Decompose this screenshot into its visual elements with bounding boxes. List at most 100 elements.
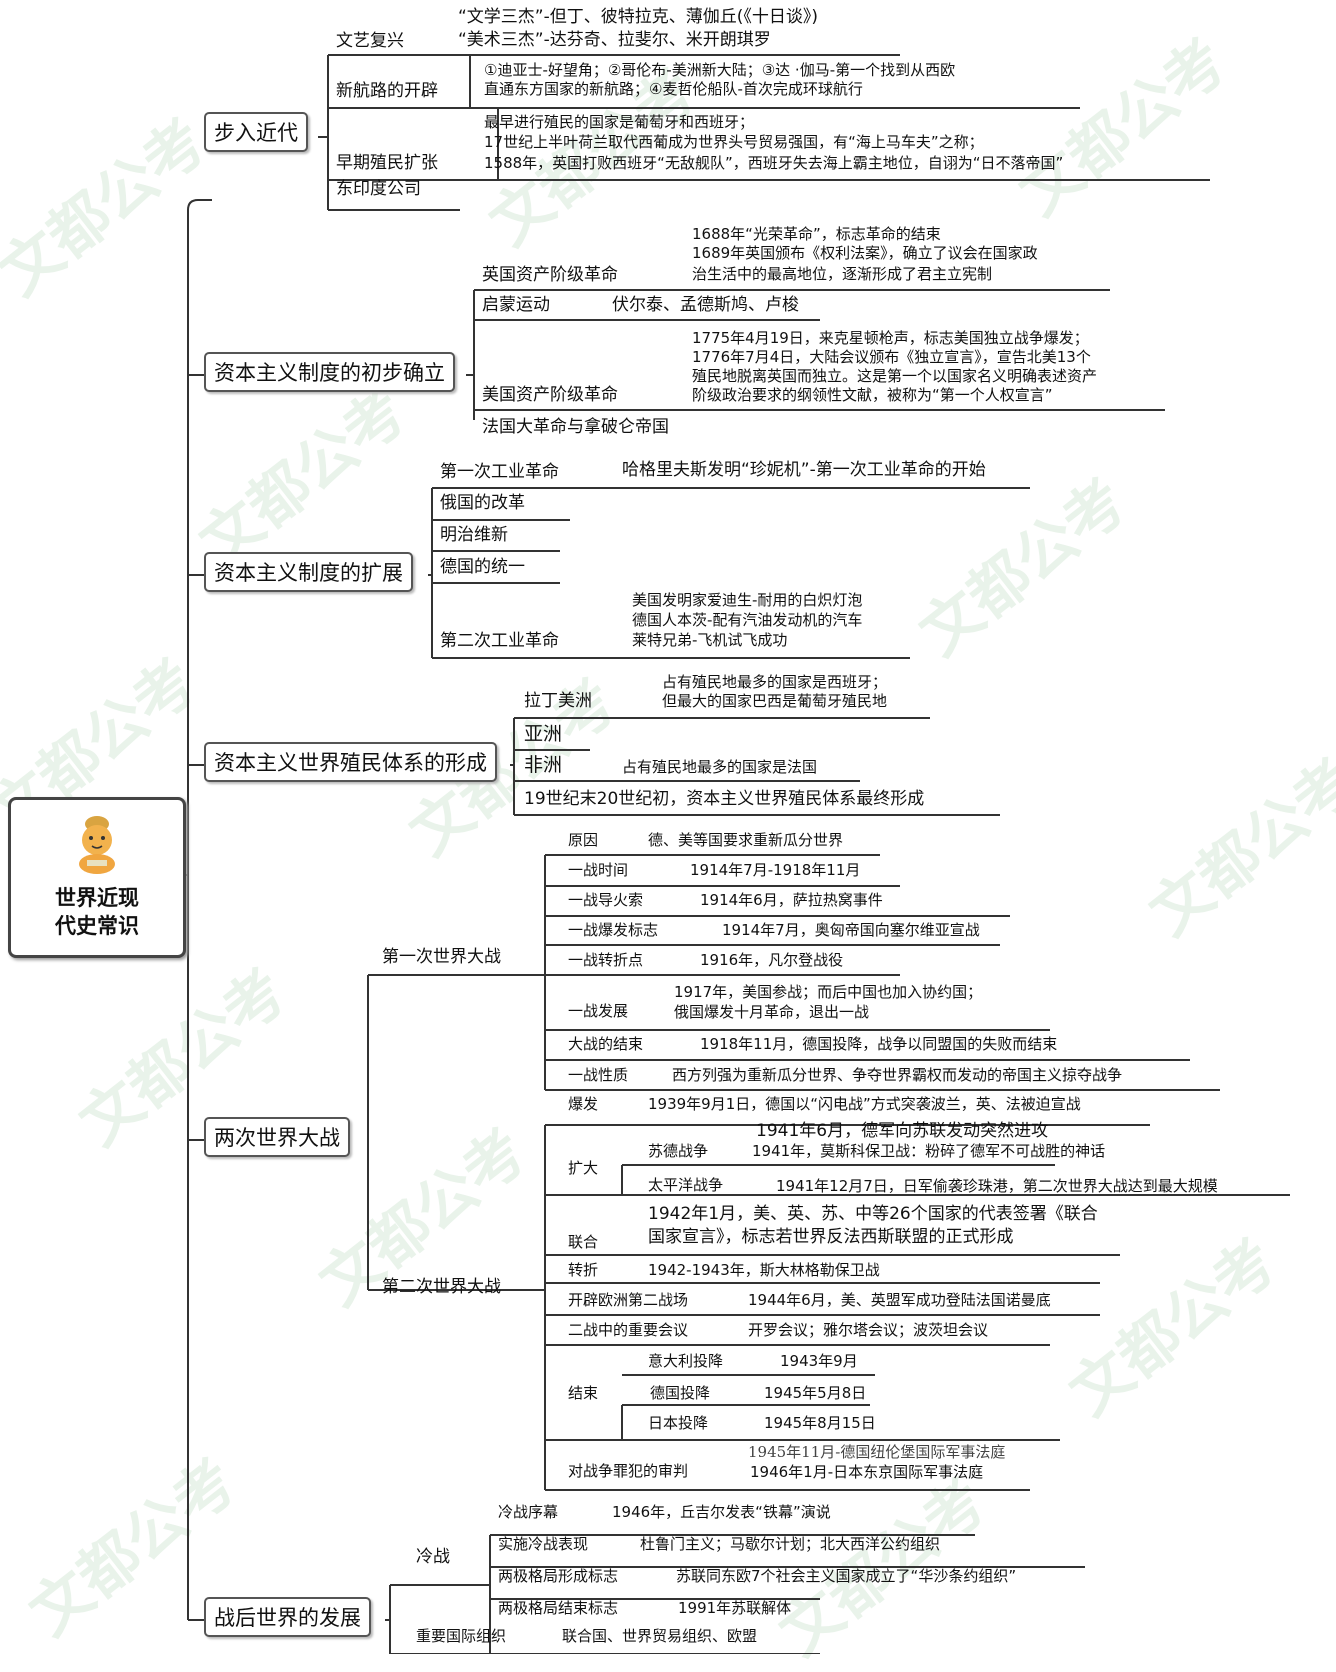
international-orgs-detail: 联合国、世界贸易组织、欧盟 (562, 1627, 758, 1645)
first-industrial-revolution-detail: 哈格里夫斯发明“珍妮机”-第一次工业革命的开始 (622, 460, 986, 480)
ww1-time-label: 一战时间 (568, 861, 629, 879)
ww2-turn-label: 转折 (568, 1261, 599, 1279)
latin-america-label: 拉丁美洲 (524, 691, 592, 711)
ww2-turn-detail: 1942-1943年，斯大林格勒保卫战 (648, 1261, 880, 1279)
root-title-line1: 世界近现 (55, 886, 139, 910)
category-world-wars[interactable]: 两次世界大战 (204, 1117, 350, 1157)
ww1-end-detail: 1918年11月，德国投降，战争以同盟国的失败而结束 (700, 1035, 1058, 1053)
ww2-pacific-war-detail: 1941年12月7日，日军偷袭珍珠港，第二次世界大战达到最大规模 (776, 1177, 1218, 1195)
international-orgs-label: 重要国际组织 (416, 1627, 507, 1645)
russia-reform-label: 俄国的改革 (440, 493, 525, 513)
cold-war-label: 冷战 (416, 1547, 450, 1567)
latin-america-detail: 占有殖民地最多的国家是西班牙； (662, 673, 888, 691)
ww2-alliance-label: 联合 (568, 1233, 599, 1251)
ww1-cause-label: 原因 (568, 831, 599, 849)
ww2-soviet-german-war-detail: 1941年6月，德军向苏联发动突然进攻 (756, 1121, 1049, 1141)
ww2-outbreak-detail: 1939年9月1日，德国以“闪电战”方式突袭波兰，英、法被迫宣战 (648, 1095, 1081, 1113)
cold-war-prelude-label: 冷战序幕 (498, 1503, 559, 1521)
ww1-outbreak-detail: 1914年7月，奥匈帝国向塞尔维亚宣战 (722, 921, 980, 939)
german-unification-label: 德国的统一 (440, 557, 525, 577)
english-revolution-detail: 1689年英国颁布《权利法案》，确立了议会在国家政 (692, 244, 1038, 262)
english-revolution-detail: 治生活中的最高地位，逐渐形成了君主立宪制 (692, 265, 993, 283)
category-colonial-system[interactable]: 资本主义世界殖民体系的形成 (204, 742, 497, 782)
africa-label: 非洲 (524, 754, 563, 776)
renaissance-detail: “文学三杰”-但丁、彼特拉克、薄伽丘(《十日谈》) (458, 7, 819, 27)
ww1-end-label: 大战的结束 (568, 1035, 644, 1053)
bipolar-formation-label: 两极格局形成标志 (498, 1567, 619, 1585)
early-colonial-label: 早期殖民扩张 (336, 153, 438, 173)
second-industrial-revolution-detail: 莱特兄弟-飞机试飞成功 (632, 631, 788, 649)
second-industrial-revolution-detail: 德国人本茨-配有汽油发动机的汽车 (632, 611, 863, 629)
renaissance-label: 文艺复兴 (336, 31, 404, 51)
cold-war-prelude-detail: 1946年，丘吉尔发表“铁幕”演说 (612, 1503, 831, 1521)
new-routes-detail: 直通东方国家的新航路；④麦哲伦船队-首次完成环球航行 (484, 80, 863, 98)
english-revolution-label: 英国资产阶级革命 (482, 265, 618, 285)
ww1-develop-detail: 1917年，美国参战；而后中国也加入协约国； (674, 983, 983, 1001)
ww2-alliance-detail: 1942年1月，美、英、苏、中等26个国家的代表签署《联合 (648, 1204, 1098, 1224)
ww2-soviet-german-war-label: 苏德战争 (648, 1142, 709, 1160)
ww2-second-front-label: 开辟欧洲第二战场 (568, 1291, 689, 1309)
enlightenment-detail: 伏尔泰、孟德斯鸠、卢梭 (612, 295, 799, 315)
ww1-develop-label: 一战发展 (568, 1002, 629, 1020)
ww1-outbreak-label: 一战爆发标志 (568, 921, 659, 939)
ww1-time-detail: 1914年7月-1918年11月 (690, 861, 861, 879)
cold-war-implementation-detail: 杜鲁门主义；马歇尔计划；北大西洋公约组织 (640, 1535, 941, 1553)
ww2-pacific-war-label: 太平洋战争 (648, 1176, 724, 1194)
category-modern-era[interactable]: 步入近代 (204, 112, 308, 152)
ww2-japan-surrender-detail: 1945年8月15日 (764, 1414, 876, 1432)
ww2-label: 第二次世界大战 (382, 1277, 501, 1297)
early-colonial-detail: 1588年，英国打败西班牙“无敌舰队”，西班牙失去海上霸主地位，自诩为“日不落帝… (484, 154, 1064, 172)
bipolar-end-detail: 1991年苏联解体 (678, 1599, 792, 1617)
asia-label: 亚洲 (524, 723, 563, 745)
ww2-germany-surrender-detail: 1945年5月8日 (764, 1384, 867, 1402)
ww2-italy-surrender-detail: 1943年9月 (780, 1352, 858, 1370)
ww2-outbreak-label: 爆发 (568, 1095, 599, 1113)
ww2-italy-surrender-label: 意大利投降 (648, 1352, 724, 1370)
ww1-fuse-label: 一战导火索 (568, 891, 644, 909)
category-capitalism-expansion[interactable]: 资本主义制度的扩展 (204, 552, 413, 592)
cold-war-implementation-label: 实施冷战表现 (498, 1535, 589, 1553)
category-postwar-development[interactable]: 战后世界的发展 (204, 1597, 371, 1637)
bipolar-formation-detail: 苏联同东欧7个社会主义国家成立了“华沙条约组织” (676, 1567, 1017, 1585)
american-revolution-detail: 殖民地脱离英国而独立。这是第一个以国家名义明确表述资产 (692, 367, 1098, 385)
ww2-alliance-detail: 国家宣言》，标志若世界反法西斯联盟的正式形成 (648, 1227, 1014, 1247)
new-routes-label: 新航路的开辟 (336, 81, 438, 101)
ww1-nature-detail: 西方列强为重新瓜分世界、争夺世界霸权而发动的帝国主义掠夺战争 (672, 1066, 1123, 1084)
ww2-germany-surrender-label: 德国投降 (650, 1384, 711, 1402)
ww2-trial-label: 对战争罪犯的审判 (568, 1462, 689, 1480)
ww2-conferences-label: 二战中的重要会议 (568, 1321, 689, 1339)
ww2-conferences-detail: 开罗会议；雅尔塔会议；波茨坦会议 (748, 1321, 989, 1339)
early-colonial-detail: 17世纪上半叶荷兰取代西葡成为世界头号贸易强国，有“海上马车夫”之称； (484, 133, 984, 151)
root-node: 世界近现 代史常识 (8, 797, 186, 958)
ww1-label: 第一次世界大战 (382, 947, 501, 967)
ww2-japan-surrender-label: 日本投降 (648, 1414, 709, 1432)
ww1-turning-label: 一战转折点 (568, 951, 644, 969)
east-india-company-label: 东印度公司 (336, 179, 421, 199)
english-revolution-detail: 1688年“光荣革命”，标志革命的结束 (692, 225, 941, 243)
ww1-turning-detail: 1916年，凡尔登战役 (700, 951, 844, 969)
mascot-icon (69, 812, 125, 876)
ww2-soviet-german-war-detail: 1941年，莫斯科保卫战：粉碎了德军不可战胜的神话 (752, 1142, 1106, 1160)
first-industrial-revolution-label: 第一次工业革命 (440, 462, 559, 482)
meiji-restoration-label: 明治维新 (440, 525, 508, 545)
french-revolution-label: 法国大革命与拿破仑帝国 (482, 417, 669, 437)
colonial-system-final: 19世纪末20世纪初，资本主义世界殖民体系最终形成 (524, 789, 925, 809)
early-colonial-detail: 最早进行殖民的国家是葡萄牙和西班牙； (484, 113, 755, 131)
ww1-fuse-detail: 1914年6月，萨拉热窝事件 (700, 891, 883, 909)
ww1-cause-detail: 德、美等国要求重新瓜分世界 (648, 831, 844, 849)
ww1-develop-detail: 俄国爆发十月革命，退出一战 (674, 1003, 870, 1021)
american-revolution-detail: 1775年4月19日，来克星顿枪声，标志美国独立战争爆发； (692, 329, 1089, 347)
american-revolution-detail: 1776年7月4日，大陆会议颁布《独立宣言》，宣告北美13个 (692, 348, 1091, 366)
second-industrial-revolution-label: 第二次工业革命 (440, 631, 559, 651)
ww2-second-front-detail: 1944年6月，美、英盟军成功登陆法国诺曼底 (748, 1291, 1051, 1309)
renaissance-detail: “美术三杰”-达芬奇、拉斐尔、米开朗琪罗 (458, 30, 771, 50)
american-revolution-label: 美国资产阶级革命 (482, 385, 618, 405)
root-title-line2: 代史常识 (55, 914, 139, 939)
second-industrial-revolution-detail: 美国发明家爱迪生-耐用的白炽灯泡 (632, 591, 863, 609)
ww2-trial-detail: 1945年11月-德国纽伦堡国际军事法庭 (748, 1443, 1006, 1461)
africa-detail: 占有殖民地最多的国家是法国 (622, 758, 818, 776)
ww2-trial-detail: 1946年1月-日本东京国际军事法庭 (750, 1463, 984, 1481)
category-capitalism-established[interactable]: 资本主义制度的初步确立 (204, 352, 455, 392)
bipolar-end-label: 两极格局结束标志 (498, 1599, 619, 1617)
